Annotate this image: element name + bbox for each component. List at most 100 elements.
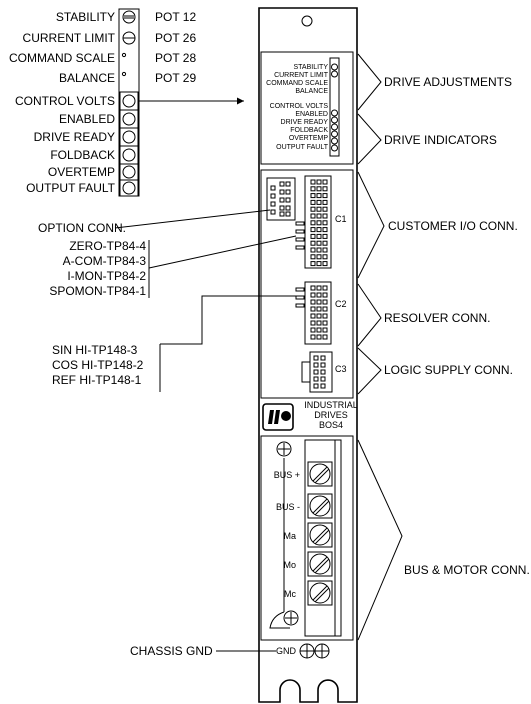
connector-pin — [322, 299, 328, 305]
command-scale-pot-icon — [121, 52, 127, 58]
connector-pin — [316, 193, 322, 199]
connector-pin — [322, 313, 328, 319]
connector-pin — [316, 220, 322, 226]
connector-pin — [322, 233, 328, 239]
face-label-stability: STABILITY — [294, 64, 329, 71]
connector-pin — [316, 254, 322, 260]
connector-pin — [310, 179, 316, 185]
terminal-ground-top-icon — [276, 441, 292, 457]
connector-pin — [316, 186, 322, 192]
connector-pin — [316, 199, 322, 205]
connector-label-c1: C1 — [335, 214, 347, 224]
terminal-strip — [304, 439, 336, 637]
connector-pin — [322, 227, 328, 233]
connector-pin — [320, 376, 326, 382]
adjust-label-current-limit: CURRENT LIMIT — [23, 31, 116, 45]
drive-face-panel — [260, 51, 354, 165]
brand-model: BOS4 — [319, 420, 343, 430]
terminal-screw-mc-icon — [307, 580, 333, 606]
connector-c3 — [301, 351, 333, 393]
connector-pin — [316, 334, 322, 340]
face-label-balance: BALANCE — [295, 88, 328, 95]
connector-pin — [310, 193, 316, 199]
face-label-output-fault: OUTPUT FAULT — [276, 144, 329, 151]
terminal-screw-mo-icon — [307, 551, 333, 577]
connector-pin — [322, 199, 328, 205]
face-label-foldback: FOLDBACK — [290, 127, 328, 134]
face-label-overtemp: OVERTEMP — [289, 135, 328, 142]
connector-pin — [316, 179, 322, 185]
drive-module: STABILITY CURRENT LIMIT COMMAND SCALE BA… — [258, 7, 358, 703]
connector-pin — [322, 213, 328, 219]
connector-pin — [310, 327, 316, 333]
tp-ref-hi: REF HI-TP148-1 — [52, 373, 142, 387]
pot-label-12: POT 12 — [155, 10, 196, 24]
connector-pin — [316, 240, 322, 246]
connector-pin — [316, 206, 322, 212]
tp-cos-hi: COS HI-TP148-2 — [52, 358, 144, 372]
left-detail-panel: STABILITY CURRENT LIMIT COMMAND SCALE BA… — [9, 8, 244, 197]
drive-face-strip — [329, 57, 340, 157]
brand-drives: DRIVES — [314, 410, 348, 420]
connector-pin — [310, 313, 316, 319]
mounting-hole-icon — [301, 15, 313, 27]
tp-spomon: SPOMON-TP84-1 — [49, 284, 146, 298]
pot-label-28: POT 28 — [155, 51, 196, 65]
indicator-label-control-volts: CONTROL VOLTS — [15, 94, 115, 108]
connector-pin — [322, 206, 328, 212]
connector-pin — [316, 213, 322, 219]
adjust-label-stability: STABILITY — [56, 10, 115, 24]
tp-zero: ZERO-TP84-4 — [69, 239, 146, 253]
tp-sin-hi: SIN HI-TP148-3 — [52, 343, 138, 357]
connector-pin — [313, 376, 319, 382]
connector-pin — [322, 193, 328, 199]
gnd-label: GND — [276, 646, 297, 656]
connector-pin — [310, 186, 316, 192]
connector-pin — [316, 320, 322, 326]
connector-pin — [322, 240, 328, 246]
connector-c2 — [304, 281, 332, 345]
connector-pin — [310, 247, 316, 253]
test-point-pins-tp84 — [295, 221, 305, 250]
face-label-current-limit: CURRENT LIMIT — [274, 72, 329, 79]
face-label-enabled: ENABLED — [295, 111, 328, 118]
connector-pin — [316, 247, 322, 253]
connector-pin — [320, 362, 326, 368]
connector-pin — [320, 383, 326, 389]
terminal-panel — [260, 435, 354, 641]
connector-pin — [310, 254, 316, 260]
left-callouts: OPTION CONN. ZERO-TP84-4 A-COM-TP84-3 I-… — [38, 209, 297, 658]
callout-drive-adjustments: DRIVE ADJUSTMENTS — [384, 75, 512, 89]
connector-label-c2: C2 — [335, 299, 347, 309]
connector-pin — [313, 383, 319, 389]
connector-pin — [316, 313, 322, 319]
drive-module-outline — [258, 7, 358, 703]
callout-chassis-gnd: CHASSIS GND — [130, 644, 213, 658]
chassis-ground-icon-1 — [299, 643, 315, 659]
connector-pin — [310, 306, 316, 312]
connector-pin — [322, 292, 328, 298]
connector-pin — [310, 320, 316, 326]
right-callouts: DRIVE ADJUSTMENTS DRIVE INDICATORS CUSTO… — [357, 53, 530, 641]
connector-pin — [322, 334, 328, 340]
face-label-control-volts: CONTROL VOLTS — [270, 103, 329, 110]
connector-pin — [322, 327, 328, 333]
connector-c1 — [304, 175, 332, 269]
indicator-label-drive-ready: DRIVE READY — [34, 130, 115, 144]
terminal-label-bus-plus: BUS + — [274, 470, 300, 480]
connector-pin — [316, 227, 322, 233]
connector-pin — [310, 199, 316, 205]
pot-label-29: POT 29 — [155, 71, 196, 85]
current-limit-pot-icon — [122, 31, 136, 45]
balance-pot-icon — [121, 71, 127, 77]
terminal-ground-bottom-icon — [283, 610, 299, 626]
stability-pot-icon — [122, 10, 136, 24]
connector-pin — [310, 213, 316, 219]
chassis-ground-icon-2 — [314, 643, 330, 659]
callout-logic-supply: LOGIC SUPPLY CONN. — [384, 363, 513, 377]
connector-pin — [316, 285, 322, 291]
indicator-led-icons — [119, 91, 139, 197]
terminal-label-mc: Mc — [284, 589, 296, 599]
connector-pin — [310, 240, 316, 246]
